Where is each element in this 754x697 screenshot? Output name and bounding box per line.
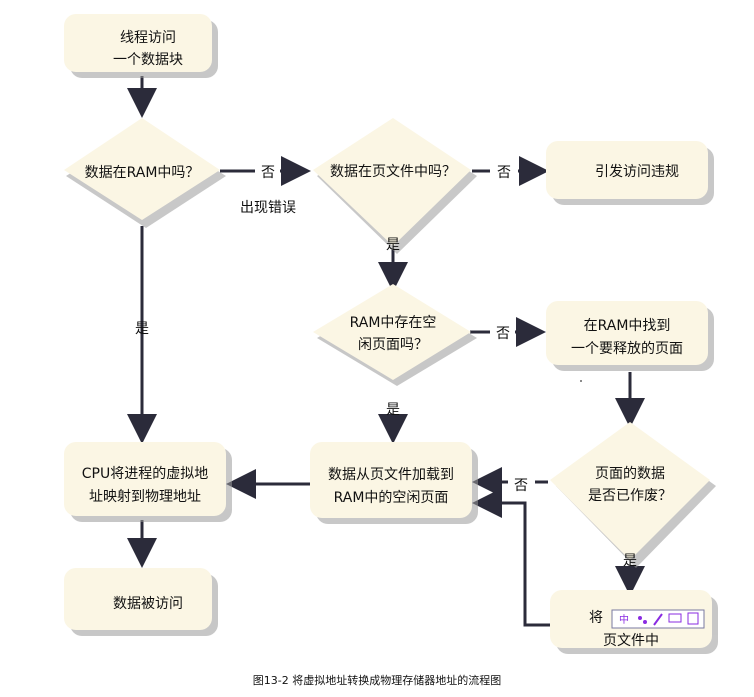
node-map — [64, 442, 226, 516]
node-dirty — [550, 422, 710, 560]
edge-write-back-to-load — [472, 488, 550, 627]
label-write-back-line1: 将 — [589, 610, 603, 626]
label-load-line1: 数据从页文件加载到 — [328, 467, 454, 483]
stray-dot — [580, 380, 582, 382]
label-free-page-line1: RAM中存在空 — [350, 315, 437, 331]
edge-label-free-page-no: 否 — [496, 326, 510, 342]
node-labels: 线程访问 一个数据块 数据在RAM中吗？ 数据在页文件中吗？ 引发访问违规 RA… — [82, 30, 683, 649]
node-start — [64, 14, 212, 72]
label-start-line2: 一个数据块 — [113, 52, 183, 68]
punctuation-icon[interactable] — [638, 616, 647, 624]
keyboard-icon[interactable] — [668, 613, 682, 623]
node-in-ram — [64, 118, 220, 220]
label-start-line1: 线程访问 — [120, 30, 176, 46]
label-load-line2: RAM中的空闲页面 — [334, 490, 449, 506]
shapes — [64, 14, 712, 648]
node-find-page — [546, 301, 708, 365]
edge-label-error-note: 出现错误 — [240, 200, 296, 216]
label-accessed: 数据被访问 — [113, 596, 183, 612]
ime-chinese-glyph[interactable]: 中 — [619, 613, 629, 626]
label-in-pagefile: 数据在页文件中吗？ — [330, 164, 456, 180]
label-dirty-line2: 是否已作废？ — [588, 488, 672, 504]
edge-label-in-ram-no: 否 — [261, 165, 275, 181]
node-free-page — [313, 284, 471, 380]
label-map-line1: CPU将进程的虚拟地 — [82, 466, 208, 482]
label-violation: 引发访问违规 — [595, 164, 679, 180]
edge-label-free-page-yes: 是 — [386, 402, 400, 418]
label-find-page-line2: 一个要释放的页面 — [571, 341, 683, 357]
label-in-ram: 数据在RAM中吗？ — [85, 165, 200, 181]
node-violation — [546, 141, 708, 199]
ime-toolbar[interactable]: 中 — [611, 609, 705, 629]
edge-label-in-pagefile-yes: 是 — [386, 237, 400, 253]
node-load — [310, 442, 472, 518]
label-free-page-line2: 闲页面吗？ — [358, 337, 428, 353]
edge-label-in-ram-yes: 是 — [135, 321, 149, 337]
edge-label-dirty-yes: 是 — [623, 553, 637, 569]
label-map-line2: 址映射到物理地址 — [89, 489, 201, 505]
label-dirty-line1: 页面的数据 — [595, 466, 665, 482]
edge-label-dirty-no: 否 — [514, 478, 528, 494]
menu-icon[interactable] — [687, 612, 699, 625]
edge-label-in-pagefile-no: 否 — [497, 165, 511, 181]
connectors — [127, 76, 645, 627]
figure-caption: 图13-2 将虚拟地址转换成物理存储器地址的流程图 — [253, 673, 501, 687]
label-write-back-line2: 页文件中 — [603, 633, 659, 649]
edge-labels: 否 出现错误 否 是 是 否 是 否 是 — [135, 165, 637, 569]
label-find-page-line1: 在RAM中找到 — [584, 318, 671, 334]
node-in-pagefile — [313, 118, 471, 246]
node-accessed — [64, 568, 212, 630]
pen-icon[interactable] — [653, 613, 663, 626]
